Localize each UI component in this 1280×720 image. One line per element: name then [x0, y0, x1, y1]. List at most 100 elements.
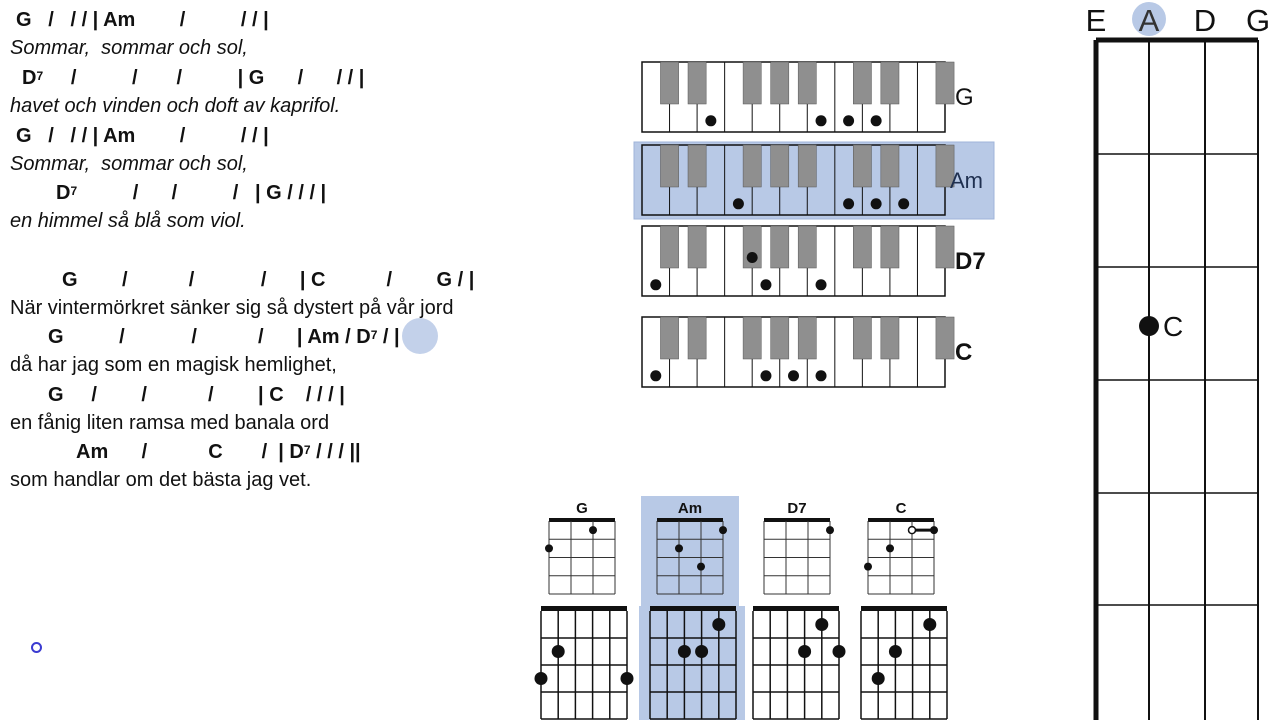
lyrics-panel: G / / / | Am / / / | Sommar, sommar och s… [0, 0, 620, 720]
black-key [770, 144, 790, 188]
black-key [770, 61, 790, 105]
piano-chord-label: G [955, 84, 974, 111]
ukulele-c: C [864, 500, 938, 595]
chord-line: Am / C / | D7 / / / || [76, 440, 361, 464]
ukulele-nut [764, 518, 830, 522]
piano-note-dot [746, 252, 758, 263]
piano-c: C [641, 316, 972, 388]
black-key [770, 225, 790, 269]
chord-line: D7 / / / | G / / / | [22, 66, 364, 90]
ukulele-finger-dot [719, 526, 727, 535]
chord-superscript: 7 [303, 443, 311, 457]
piano-note-dot [843, 198, 855, 210]
piano-keybed [641, 225, 946, 297]
guitar-finger-dot [712, 618, 726, 631]
chord-text: / | [377, 326, 400, 348]
piano-note-dot [815, 279, 827, 291]
piano-chord-label: Am [950, 168, 983, 193]
piano-note-dot [898, 198, 910, 210]
ukulele-chord-label: C [896, 500, 907, 517]
piano-note-dot [705, 115, 717, 127]
black-key [797, 61, 817, 105]
black-key [742, 61, 762, 105]
guitar-d7 [752, 606, 846, 720]
black-key [742, 144, 762, 188]
ukulele-d7: D7 [763, 500, 834, 595]
black-key [935, 225, 955, 269]
string-label: G [1246, 3, 1270, 38]
black-key [935, 144, 955, 188]
black-key [880, 316, 900, 360]
guitar-finger-dot [888, 645, 902, 658]
black-key [660, 316, 679, 360]
piano-chord-label: C [955, 339, 972, 366]
chord-line: G / / / | Am / / / | [16, 8, 269, 32]
string-label: A [1139, 3, 1160, 38]
ukulele-finger-dot [864, 562, 872, 571]
piano-d7: D7 [641, 225, 986, 297]
black-key [742, 225, 762, 269]
black-key [742, 316, 762, 360]
string-label: D [1194, 3, 1216, 38]
fretboard-note-dot [1139, 316, 1159, 336]
black-key [770, 316, 790, 360]
piano-note-dot [732, 198, 744, 210]
black-key [880, 144, 900, 188]
active-string-highlight [1132, 2, 1166, 36]
piano-note-dot [760, 279, 772, 291]
piano-note-dot [870, 198, 882, 210]
chord-superscript: 7 [36, 69, 44, 83]
chord-text: / / / || [310, 441, 361, 463]
black-key [797, 225, 817, 269]
black-key [853, 144, 872, 188]
lyric-line: en himmel så blå som viol. [10, 210, 246, 232]
piano-note-dot [870, 115, 882, 127]
black-key [660, 144, 679, 188]
ukulele-chord-label: D7 [787, 500, 806, 517]
chord-text: G / / / | Am / / / | [16, 9, 269, 31]
chord-text: G / / / | C / / / | [48, 384, 345, 406]
black-key [660, 225, 679, 269]
piano-note-dot [843, 115, 855, 127]
ukulele-highlight [641, 496, 739, 606]
guitar-finger-dot [798, 645, 812, 658]
guitar-finger-dot [620, 672, 634, 685]
lyric-line: som handlar om det bästa jag vet. [10, 469, 312, 491]
ukulele-finger-dot [675, 544, 683, 553]
black-key [935, 316, 955, 360]
guitar-am [639, 606, 745, 720]
black-key [687, 61, 707, 105]
ukulele-am: Am [641, 496, 739, 606]
chord-text: / / / | G / / / | [77, 182, 327, 204]
piano-note-dot [650, 279, 662, 291]
chord-text: Am / C / | D [76, 441, 304, 463]
chord-line: G / / / | Am / / / | [16, 124, 269, 148]
black-key [687, 316, 707, 360]
guitar-finger-dot [923, 618, 937, 631]
guitar-nut [753, 606, 839, 611]
chord-line: G / / / | C / G / | [62, 268, 474, 292]
lyric-line: då har jag som en magisk hemlighet, [10, 354, 337, 376]
guitar-finger-dot [677, 645, 691, 658]
guitar-finger-dot [871, 672, 885, 685]
ukulele-chord-label: Am [678, 500, 702, 517]
lyric-line: När vintermörkret sänker sig så dystert … [10, 297, 454, 319]
piano-note-dot [650, 370, 662, 382]
black-key [687, 225, 707, 269]
chord-text: G / / / | Am / D [48, 326, 371, 348]
black-key [853, 225, 872, 269]
mouse-pointer-ring [31, 642, 42, 653]
guitar-highlight [639, 606, 745, 720]
piano-note-dot [788, 370, 799, 382]
chord-superscript: 7 [70, 184, 78, 198]
lyric-line: Sommar, sommar och sol, [10, 37, 248, 59]
ukulele-barre-start [907, 525, 917, 535]
ukulele-nut [868, 518, 934, 522]
lyric-line: Sommar, sommar och sol, [10, 153, 248, 175]
piano-keybed [641, 144, 946, 216]
ukulele-barre-end [930, 526, 938, 535]
piano-keybed [641, 61, 946, 133]
guitar-nut [861, 606, 947, 611]
guitar-nut [650, 606, 736, 611]
